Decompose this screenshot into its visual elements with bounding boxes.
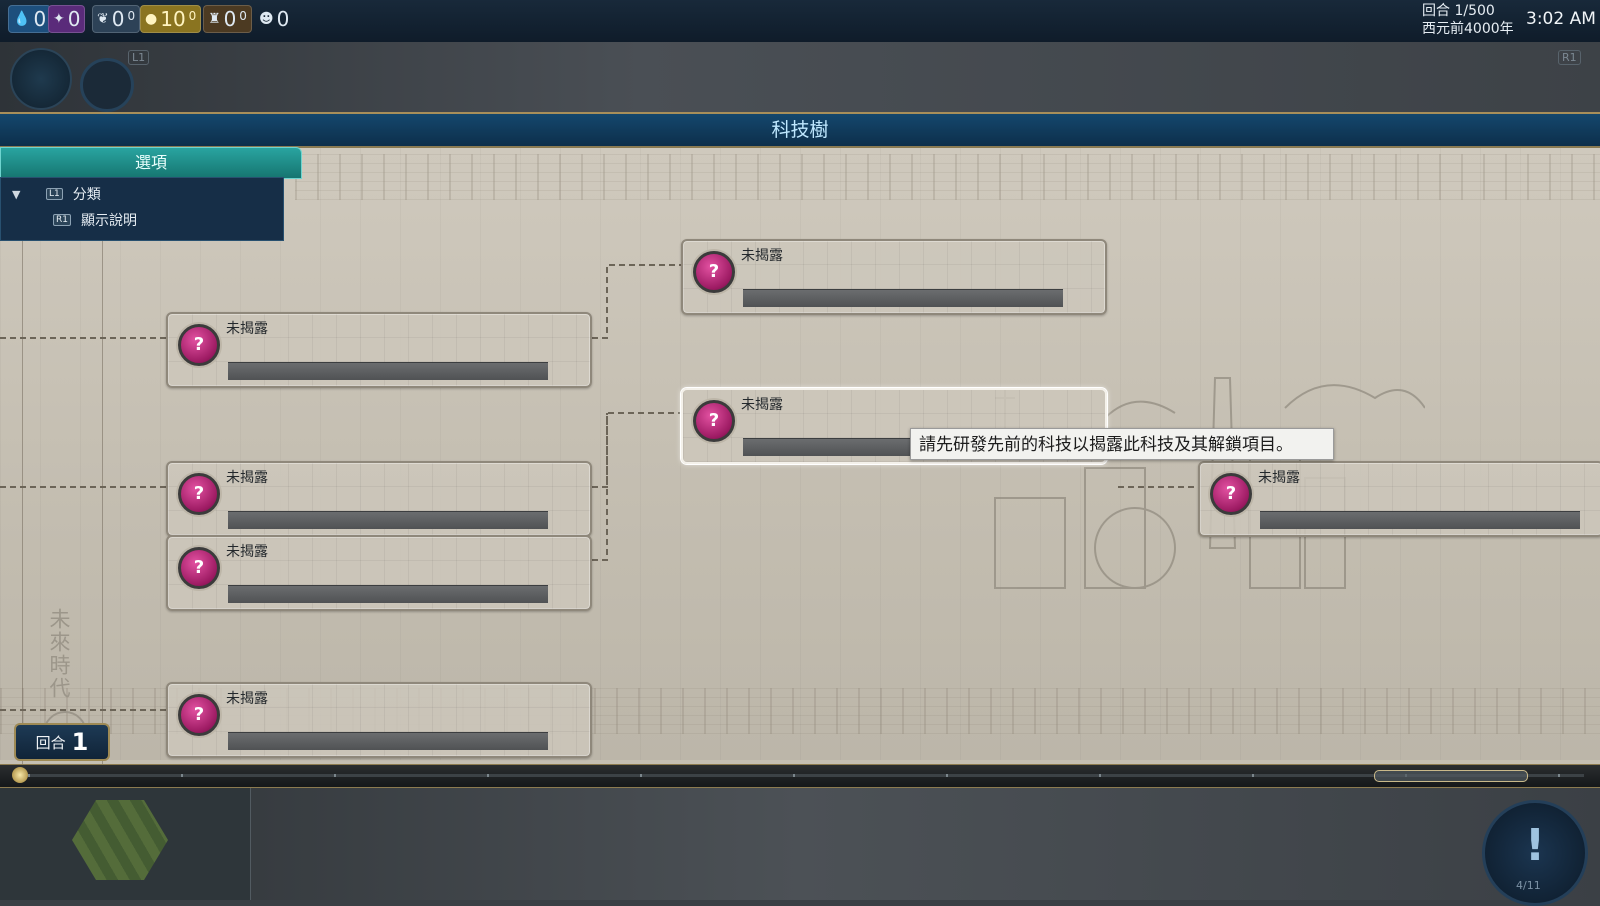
tech-progress-bar [228,362,548,380]
tech-tooltip: 請先研發先前的科技以揭露此科技及其解鎖項目。 [910,428,1334,460]
food-value: 0 [111,7,125,31]
options-header[interactable]: 選項 [0,147,302,179]
unknown-tech-icon: ? [693,400,735,442]
tech-name: 未揭露 [741,397,783,413]
exclamation-icon: ! [1524,820,1546,871]
tech-progress-bar [228,585,548,603]
option-sort[interactable]: ▼ L1 分類 [1,182,101,206]
alert-button[interactable]: ! [1482,800,1588,906]
l1-button-hint: L1 [46,188,63,200]
minimap-terrain [72,800,168,880]
game-background [0,42,1600,112]
era-divider [22,182,23,794]
turn-info: 回合 1/500 西元前4000年 [1422,2,1514,38]
tech-progress-bar [1260,511,1580,529]
tech-progress-bar [743,289,1063,307]
caret-down-icon: ▼ [12,187,21,201]
clock: 3:02 AM [1526,9,1596,29]
unknown-tech-icon: ? [178,694,220,736]
timeline-track[interactable] [28,774,1584,777]
tech-card-selected[interactable]: ? 未揭露 [681,388,1107,464]
population-icon: ☻ [259,11,274,27]
options-menu: 選項 ▼ L1 分類 R1 顯示說明 [0,147,302,241]
option-show-description[interactable]: R1 顯示說明 [1,208,137,232]
top-ornament [295,154,1600,200]
mana-resource[interactable]: ✦ 0 [48,5,86,33]
tech-name: 未揭露 [1258,470,1300,486]
era-divider [102,182,103,794]
panel-title: 科技樹 [0,114,1600,148]
trophy-income: 0 [239,9,247,23]
round-label: 回合 [35,733,66,752]
tech-card[interactable]: ? 未揭露 [681,239,1107,315]
timeline-scrollbar[interactable] [0,764,1600,788]
unknown-tech-icon: ? [693,251,735,293]
gold-icon: ● [145,11,158,27]
gold-income: 0 [188,9,197,23]
leader-portrait[interactable] [10,48,72,110]
tech-card[interactable]: ? 未揭露 [1198,461,1600,537]
options-list: ▼ L1 分類 R1 顯示說明 [0,177,284,241]
unknown-tech-icon: ? [1210,473,1252,515]
tech-card[interactable]: ? 未揭露 [166,312,592,388]
trophy-value: 0 [223,7,237,31]
era-label: 未來時代 [47,608,71,700]
food-icon: ❦ [97,11,109,27]
minimap[interactable] [0,788,251,900]
r1-button-hint: R1 [53,214,71,226]
mana-icon: ✦ [53,11,65,27]
population-value: 0 [276,7,290,31]
gold-value: 10 [160,7,186,31]
option-label: 顯示說明 [80,213,137,229]
round-number: 1 [71,728,89,756]
trophy-icon: ♜ [208,11,221,27]
research-ring-icon[interactable] [80,58,134,112]
timeline-thumb[interactable] [1374,770,1528,782]
turn-year: 西元前4000年 [1422,21,1514,37]
round-badge: 回合 1 [14,723,110,761]
r1-button-hint: R1 [1558,50,1581,65]
unknown-tech-icon: ? [178,324,220,366]
water-value: 0 [33,7,47,31]
tech-progress-bar [228,511,548,529]
unknown-tech-icon: ? [178,547,220,589]
unknown-tech-icon: ? [178,473,220,515]
tech-name: 未揭露 [226,321,268,337]
tech-card[interactable]: ? 未揭露 [166,682,592,758]
tech-card[interactable]: ? 未揭露 [166,461,592,537]
tech-name: 未揭露 [226,544,268,560]
timeline-start-icon [12,767,28,783]
bottom-hud [0,788,1600,900]
turn-counter: 回合 1/500 [1422,3,1495,19]
option-label: 分類 [72,187,101,203]
tech-progress-bar [228,732,548,750]
water-resource[interactable]: 💧 0 [8,5,52,33]
food-income: 0 [127,9,136,23]
l1-button-hint: L1 [128,50,150,65]
tech-card[interactable]: ? 未揭露 [166,535,592,611]
mana-value: 0 [67,7,81,31]
water-drop-icon: 💧 [13,11,31,27]
alert-count: 4/11 [1516,879,1541,892]
tech-name: 未揭露 [226,470,268,486]
population-resource[interactable]: ☻ 0 [254,5,294,33]
tech-name: 未揭露 [741,248,783,264]
tech-name: 未揭露 [226,691,268,707]
